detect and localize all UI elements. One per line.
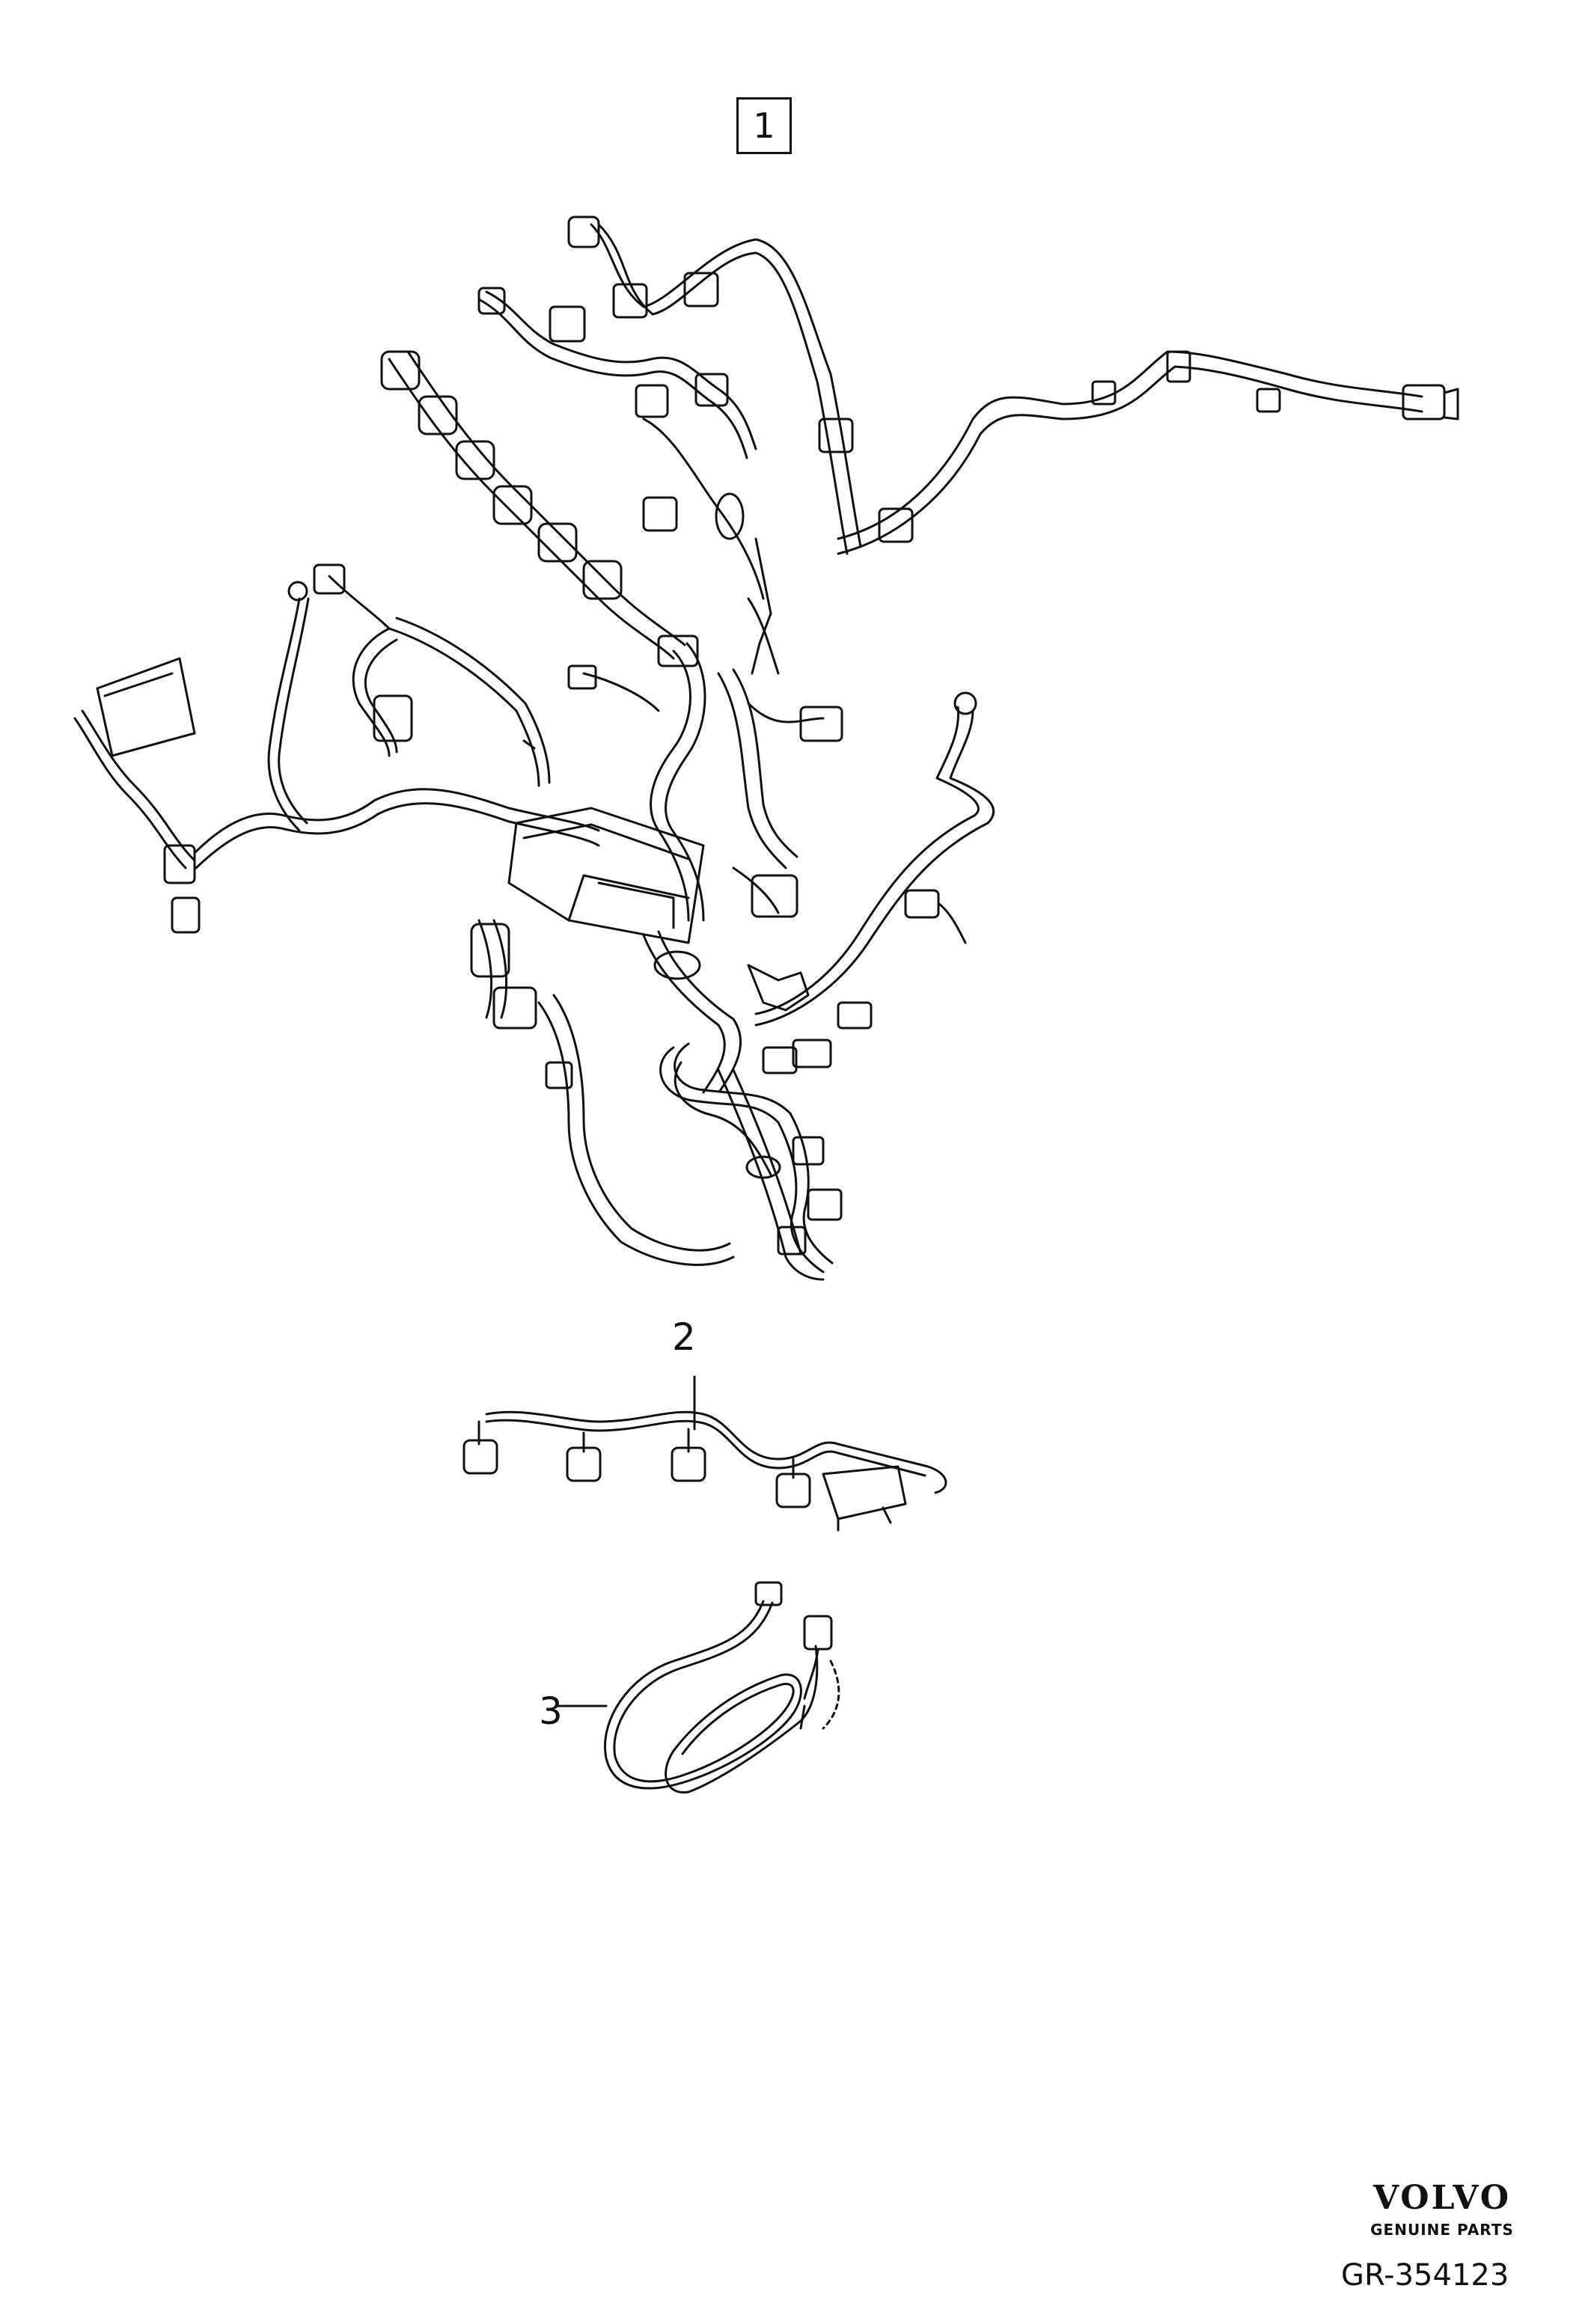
volvo-logo: VOLVO GENUINE PARTS xyxy=(1356,2182,1528,2239)
coil-connector-icon xyxy=(380,350,623,600)
item-2-callout[interactable]: 2 xyxy=(672,1315,696,1359)
item-3-callout[interactable]: 3 xyxy=(539,1690,563,1733)
item-1-callout[interactable]: 1 xyxy=(736,97,792,154)
injector-wiring-harness-icon[interactable] xyxy=(462,1375,947,1532)
engine-wiring-harness-icon[interactable] xyxy=(73,215,1459,1281)
brand-tagline: GENUINE PARTS xyxy=(1370,2221,1514,2239)
injector-connector-icon xyxy=(462,1439,811,1508)
brand-name: VOLVO xyxy=(1372,2179,1512,2217)
reference-code: GR-354123 xyxy=(1341,2258,1509,2293)
sensor-cable-icon[interactable] xyxy=(555,1581,840,1794)
item-1-label: 1 xyxy=(753,106,775,146)
